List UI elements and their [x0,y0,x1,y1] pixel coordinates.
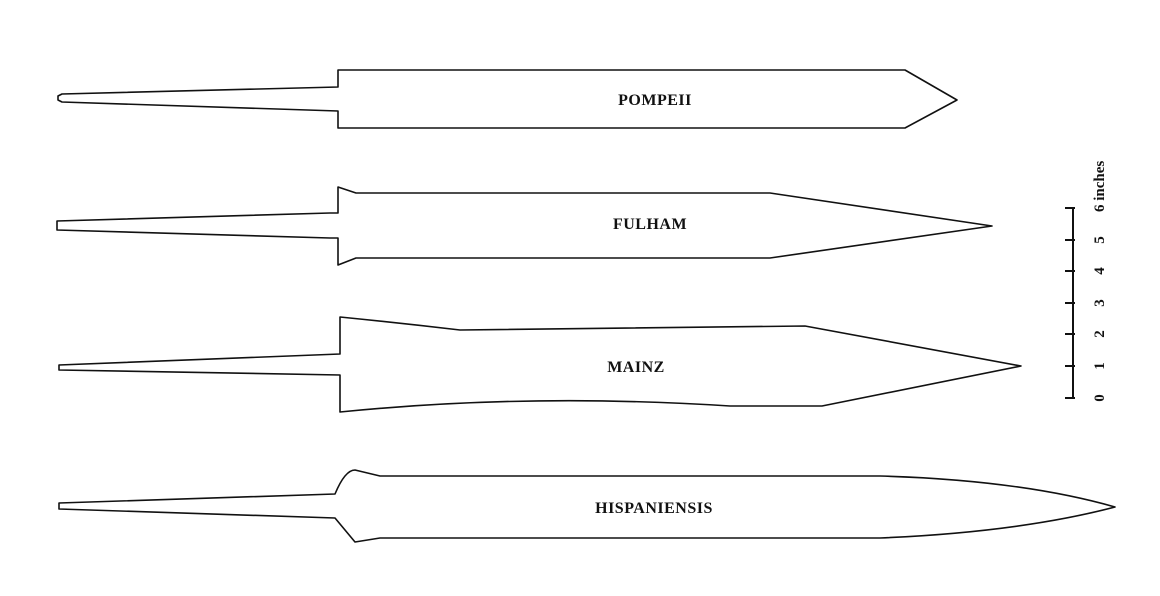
sword-mainz-outline [58,316,1022,413]
sword-mainz: MAINZ [58,316,1022,413]
sword-mainz-label: MAINZ [607,359,665,376]
sword-hispaniensis: HISPANIENSIS [58,469,1116,543]
scale-label-5: 5 [1092,236,1108,244]
scale-label-1: 1 [1092,362,1108,370]
scale-bar: 0 1 2 3 4 5 6 inches [1065,161,1108,402]
sword-pompeii-outline [57,69,958,129]
sword-fulham: FULHAM [56,186,993,266]
sword-fulham-outline [56,186,993,266]
sword-hispaniensis-outline [58,469,1116,543]
sword-hispaniensis-label: HISPANIENSIS [595,500,713,517]
scale-title: 6 inches [1092,161,1108,212]
scale-label-0: 0 [1092,394,1108,402]
scale-label-4: 4 [1092,267,1108,275]
scale-label-3: 3 [1092,299,1108,307]
scale-label-2: 2 [1092,330,1108,338]
sword-pompeii: POMPEII [57,69,958,129]
sword-pompeii-label: POMPEII [618,92,692,109]
sword-fulham-label: FULHAM [613,216,687,233]
